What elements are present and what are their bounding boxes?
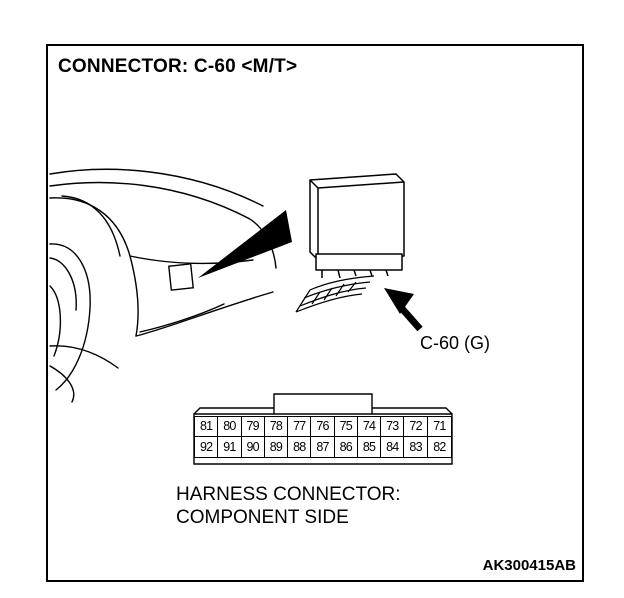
pin-90: 90 xyxy=(242,437,265,457)
pin-78: 78 xyxy=(264,417,289,437)
dashboard-outline xyxy=(49,168,277,403)
pin-74: 74 xyxy=(357,417,382,437)
pin-87: 87 xyxy=(311,437,335,457)
ecu-module-icon xyxy=(309,173,405,279)
pointer-arrow-icon xyxy=(384,288,423,332)
pin-81: 81 xyxy=(195,417,219,437)
pin-92: 92 xyxy=(195,437,219,457)
pin-75: 75 xyxy=(334,417,358,437)
pin-80: 80 xyxy=(218,417,242,437)
dashboard-illustration xyxy=(49,168,423,403)
connector-pin-grid: 81 80 79 78 77 76 75 74 73 72 71 92 91 9… xyxy=(194,416,452,458)
pin-89: 89 xyxy=(265,437,289,457)
leader-wedge xyxy=(198,210,292,278)
pin-83: 83 xyxy=(404,437,428,457)
caption-line-1: HARNESS CONNECTOR: xyxy=(176,484,401,505)
connector-caption: HARNESS CONNECTOR: COMPONENT SIDE xyxy=(176,483,401,529)
connector-callout-label: C-60 (G) xyxy=(420,333,491,353)
pin-77: 77 xyxy=(288,417,312,437)
pin-72: 72 xyxy=(404,417,428,437)
diagram-frame: CONNECTOR: C-60 <M/T> xyxy=(46,44,584,582)
pin-71: 71 xyxy=(427,417,451,437)
figure-code: AK300415AB xyxy=(482,557,576,574)
diagram-title: CONNECTOR: C-60 <M/T> xyxy=(58,56,298,77)
pin-79: 79 xyxy=(241,417,265,437)
caption-line-2: COMPONENT SIDE xyxy=(176,507,349,528)
dash-connector-icon xyxy=(168,263,194,291)
wire-harness xyxy=(295,275,375,313)
pin-88: 88 xyxy=(288,437,312,457)
pin-86: 86 xyxy=(335,437,358,457)
pin-91: 91 xyxy=(218,437,242,457)
pin-73: 73 xyxy=(381,417,405,437)
pin-82: 82 xyxy=(433,439,446,454)
pin-84: 84 xyxy=(381,437,405,457)
pin-85: 85 xyxy=(358,437,382,457)
pin-76: 76 xyxy=(311,417,335,437)
